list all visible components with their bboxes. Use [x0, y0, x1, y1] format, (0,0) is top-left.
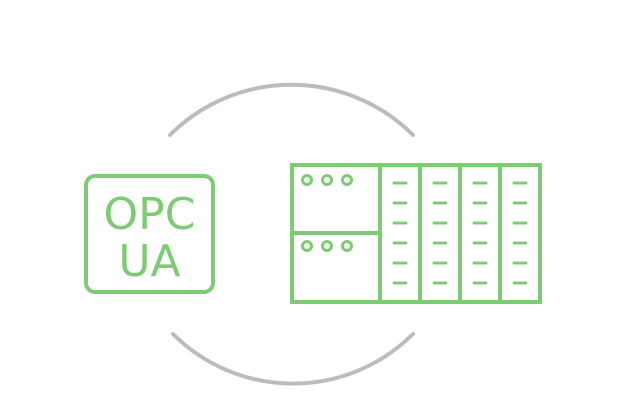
badge-line-2: UA [118, 236, 180, 287]
badge-line-1: OPC [104, 189, 196, 240]
cpu-module-1-leds [301, 174, 353, 186]
status-led [301, 240, 313, 252]
io-channel-indicators [392, 181, 528, 285]
bottom-arc [171, 332, 415, 386]
cpu-module-2-leds [301, 240, 353, 252]
badge-frame [84, 174, 215, 294]
plc-rack-icon [290, 163, 542, 304]
opc-ua-badge: OPC UA [84, 174, 215, 294]
status-led [301, 174, 313, 186]
status-led [341, 174, 353, 186]
circular-arrows-icon [168, 82, 415, 386]
status-led [321, 240, 333, 252]
status-led [341, 240, 353, 252]
status-led [321, 174, 333, 186]
top-arc [168, 82, 415, 137]
